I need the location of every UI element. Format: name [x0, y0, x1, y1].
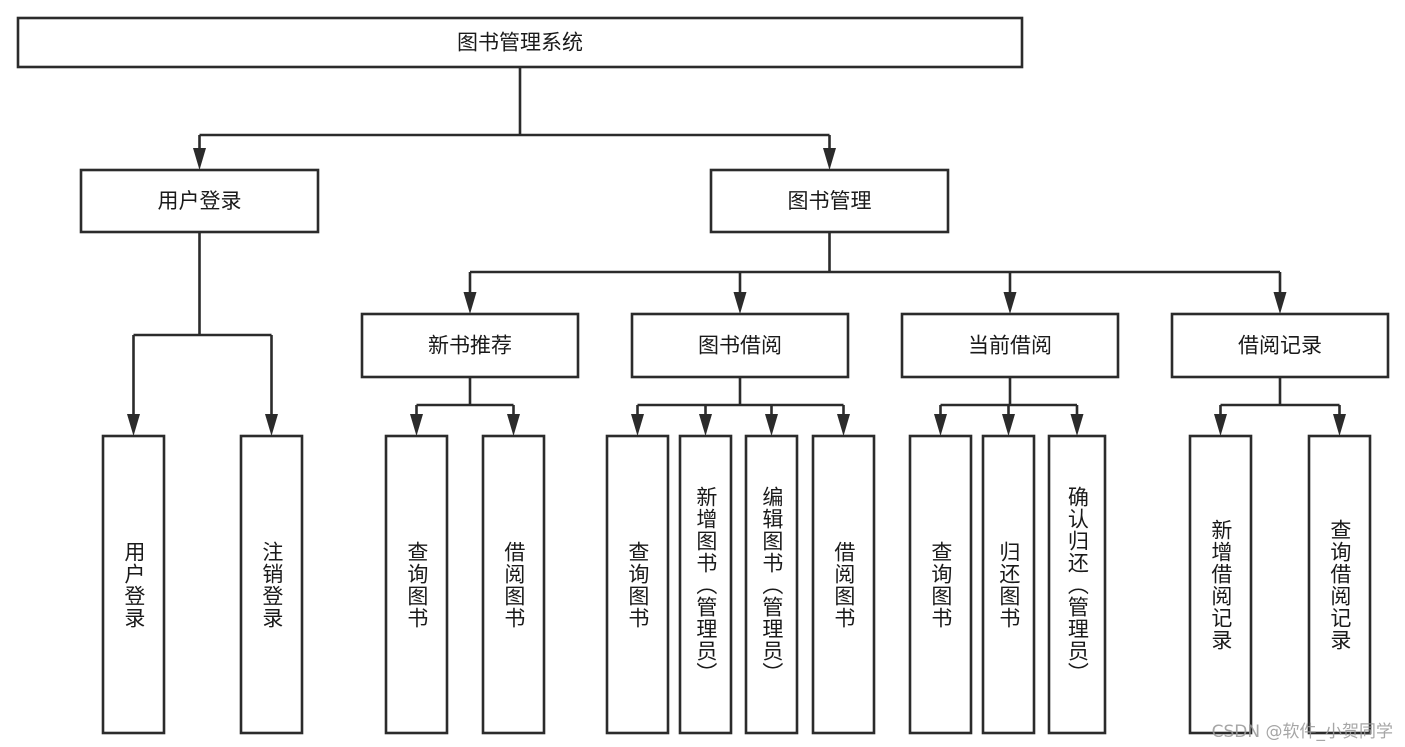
node-leaf-confirm-return-admin[interactable]: [1047, 434, 1107, 735]
arrow-bm-to-l3-3-head: [1273, 292, 1287, 314]
node-borrow-record[interactable]: [1170, 312, 1390, 379]
arrow-book-borrow-to-leaf-0-head: [631, 414, 644, 436]
arrow-borrow-record-to-leaf-1-head: [1333, 414, 1346, 436]
box-layer: [16, 16, 1390, 735]
node-leaf-query-book-current[interactable]: [908, 434, 973, 735]
arrow-root-to-l2-1-head: [823, 148, 836, 170]
node-book-borrow[interactable]: [630, 312, 850, 379]
node-new-book-recommend-label: 新书推荐: [428, 334, 512, 358]
node-borrow-record-label: 借阅记录: [1238, 334, 1322, 358]
arrow-new-book-recommend-to-leaf-0-head: [410, 414, 423, 436]
node-leaf-borrow-book-recommend[interactable]: [481, 434, 546, 735]
node-current-borrow-label: 当前借阅: [968, 334, 1052, 358]
arrow-bm-to-l3-1-head: [733, 292, 747, 314]
arrow-borrow-record-to-leaf-0-head: [1214, 414, 1227, 436]
arrow-book-borrow-to-leaf-1-head: [699, 414, 712, 436]
node-root[interactable]: [16, 16, 1024, 69]
node-current-borrow[interactable]: [900, 312, 1120, 379]
node-leaf-query-book-recommend[interactable]: [384, 434, 449, 735]
node-leaf-user-login[interactable]: [101, 434, 166, 735]
node-leaf-edit-book-admin[interactable]: [744, 434, 799, 735]
arrow-user-login-to-leaf-1-head: [265, 414, 278, 436]
node-new-book-recommend[interactable]: [360, 312, 580, 379]
node-book-management[interactable]: [709, 168, 950, 234]
arrow-bm-to-l3-0-head: [463, 292, 477, 314]
arrow-current-borrow-to-leaf-0-head: [934, 414, 947, 436]
node-leaf-add-book-admin[interactable]: [678, 434, 733, 735]
arrow-current-borrow-to-leaf-2-head: [1070, 414, 1084, 436]
connector-layer: [127, 67, 1346, 436]
node-leaf-logout-login[interactable]: [239, 434, 304, 735]
arrow-book-borrow-to-leaf-3-head: [837, 414, 850, 436]
arrow-bm-to-l3-2-head: [1003, 292, 1017, 314]
node-book-borrow-label: 图书借阅: [698, 334, 782, 358]
node-root-label: 图书管理系统: [457, 31, 583, 55]
node-book-management-label: 图书管理: [788, 189, 872, 213]
arrow-user-login-to-leaf-0-head: [127, 414, 140, 436]
arrow-new-book-recommend-to-leaf-1-head: [507, 414, 520, 436]
node-user-login-label: 用户登录: [158, 189, 242, 213]
node-leaf-return-book[interactable]: [981, 434, 1036, 735]
watermark-credit: CSDN @软件_小贺同学: [1211, 722, 1393, 742]
node-leaf-query-borrow-record[interactable]: [1307, 434, 1372, 735]
node-leaf-add-borrow-record[interactable]: [1188, 434, 1253, 735]
node-user-login[interactable]: [79, 168, 320, 234]
arrow-root-to-l2-0-head: [193, 148, 206, 170]
arrow-current-borrow-to-leaf-1-head: [1002, 414, 1015, 436]
node-leaf-query-book-borrow[interactable]: [605, 434, 670, 735]
node-leaf-borrow-book[interactable]: [811, 434, 876, 735]
arrow-book-borrow-to-leaf-2-head: [765, 414, 778, 436]
